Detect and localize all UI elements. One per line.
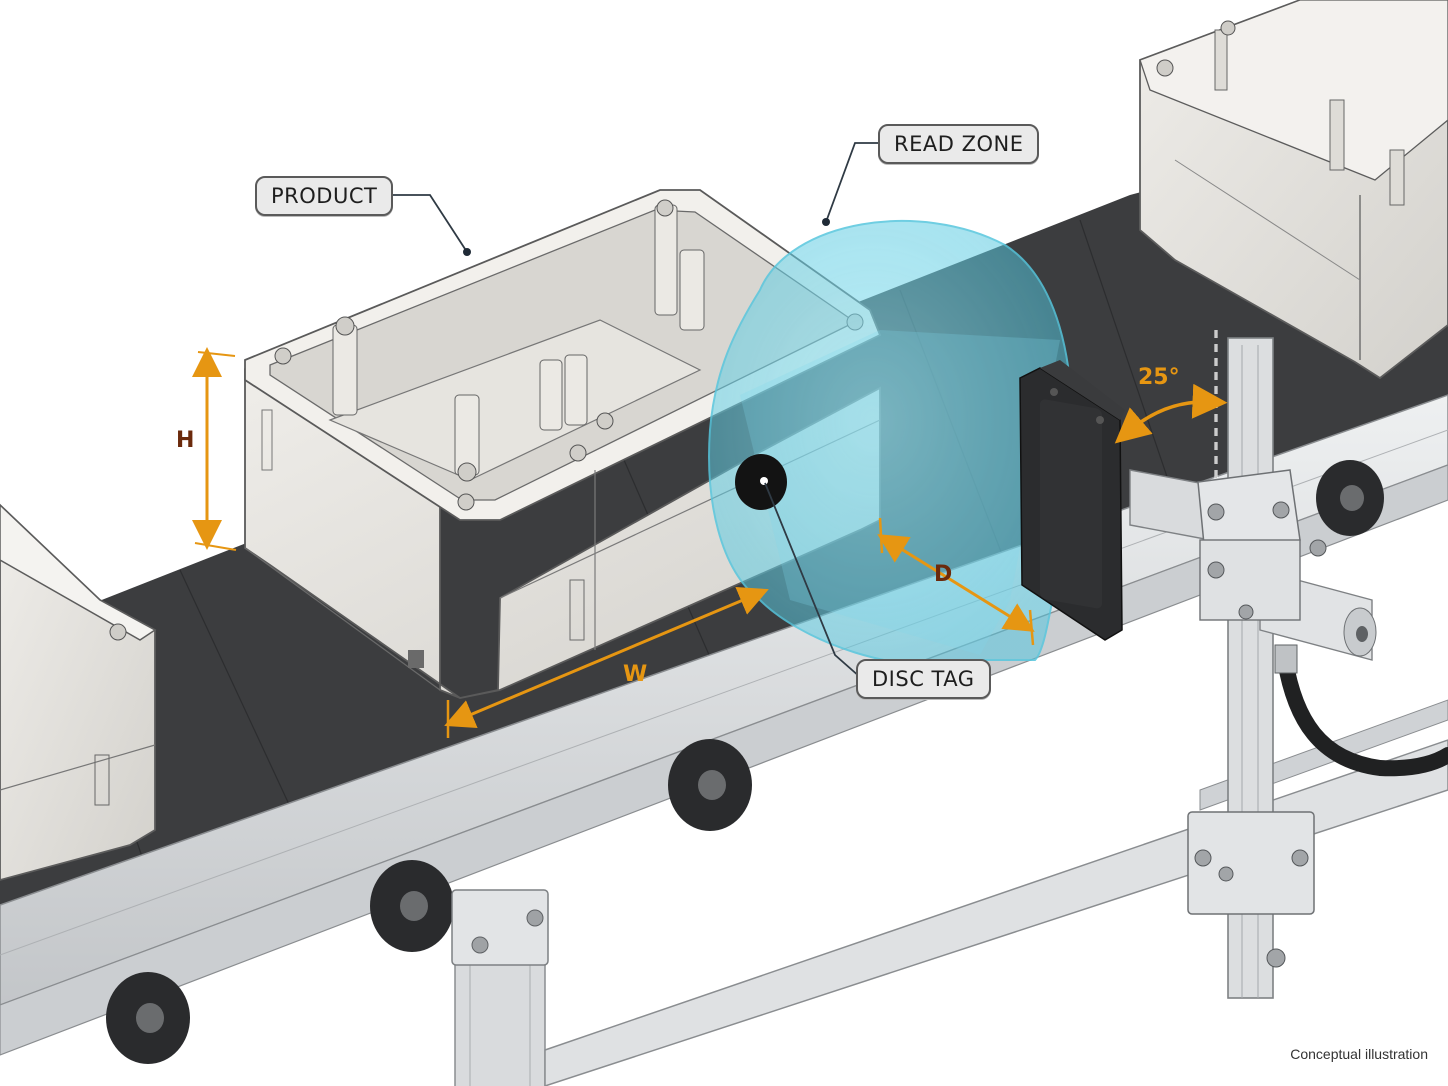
product-box-main [244,189,882,699]
dimension-distance [877,517,1035,646]
product-callout: PRODUCT [255,176,394,216]
rail-bracket [451,889,549,966]
rail-wheel [668,739,752,831]
rail-wheel [370,860,454,952]
angle-label: 25° [1138,365,1180,390]
footnote: Conceptual illustration [1282,1042,1436,1066]
read-zone-callout: READ ZONE [878,124,1040,164]
dimension-width [444,586,769,738]
dimension-height [192,347,237,551]
angle-indicator [1114,330,1228,480]
distance-label: D [934,562,953,587]
height-label: H [176,428,195,453]
mount-clamp-upper [1197,469,1327,621]
product-box-right [1139,0,1448,380]
product-box-left [0,503,157,881]
leader-lines [390,142,880,678]
rail-wheel [106,972,190,1064]
rfid-reader [1019,360,1125,641]
disc-tag-callout: DISC TAG [856,659,991,699]
reader-cable [1277,652,1448,777]
disc-tag [735,454,787,510]
read-zone [708,220,1074,667]
rail-wheel [1316,460,1384,536]
width-label: W [623,662,648,687]
mount-clamp-lower [1187,811,1315,968]
